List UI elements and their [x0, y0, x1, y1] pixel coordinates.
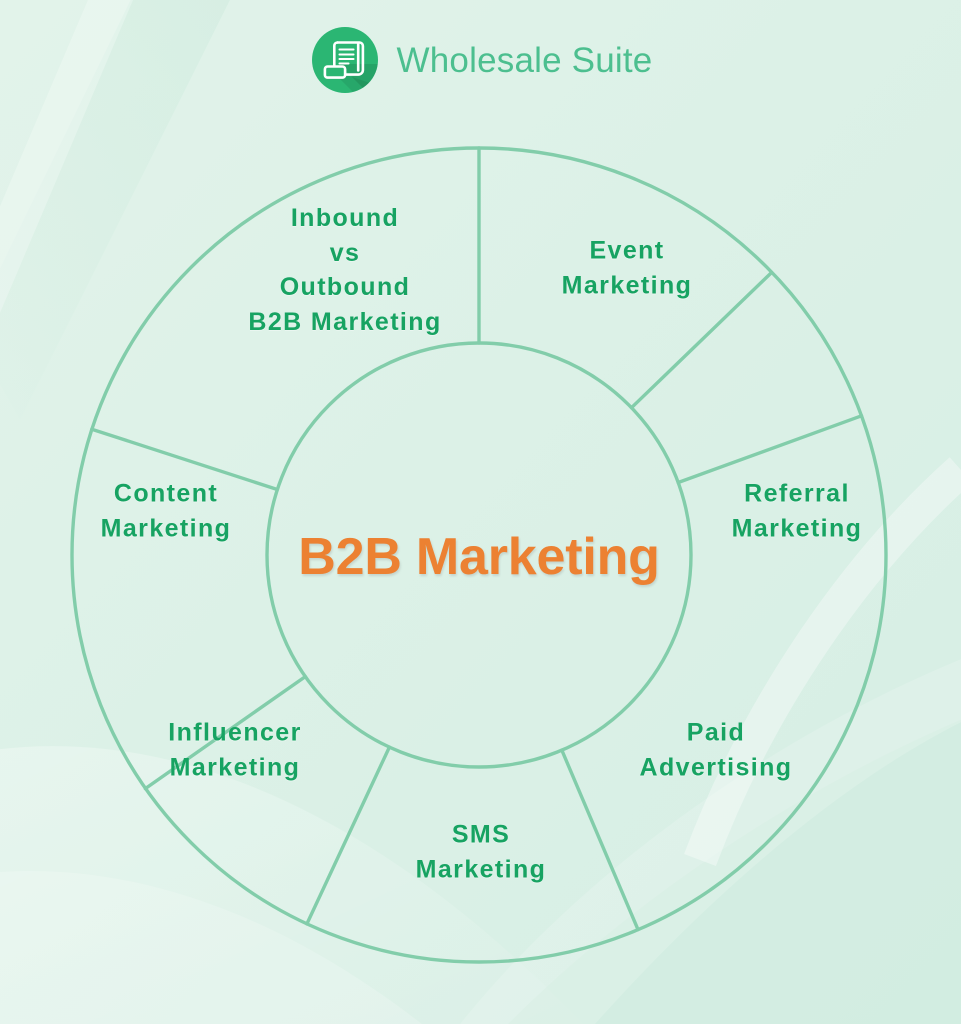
segment-label-referral-marketing: Referral Marketing: [731, 479, 863, 543]
brand-name: Wholesale Suite: [396, 40, 653, 80]
segment-label-influencer-marketing: Influencer Marketing: [168, 718, 302, 782]
wheel-center-title: B2B Marketing: [298, 528, 660, 586]
segment-label-content-marketing: Content Marketing: [100, 479, 232, 543]
segment-label-paid-advertising: Paid Advertising: [639, 718, 793, 782]
segment-label-sms-marketing: SMS Marketing: [415, 820, 547, 884]
segment-label-inbound-vs-outbound: Inbound vs Outbound B2B Marketing: [248, 204, 442, 336]
segment-dividers: [90, 146, 864, 932]
scroll-document-icon: [311, 27, 378, 93]
segment-label-event-marketing: Event Marketing: [561, 236, 693, 300]
wholesale-suite-logo[interactable]: [309, 24, 381, 96]
brand-header: Wholesale Suite: [0, 24, 961, 96]
